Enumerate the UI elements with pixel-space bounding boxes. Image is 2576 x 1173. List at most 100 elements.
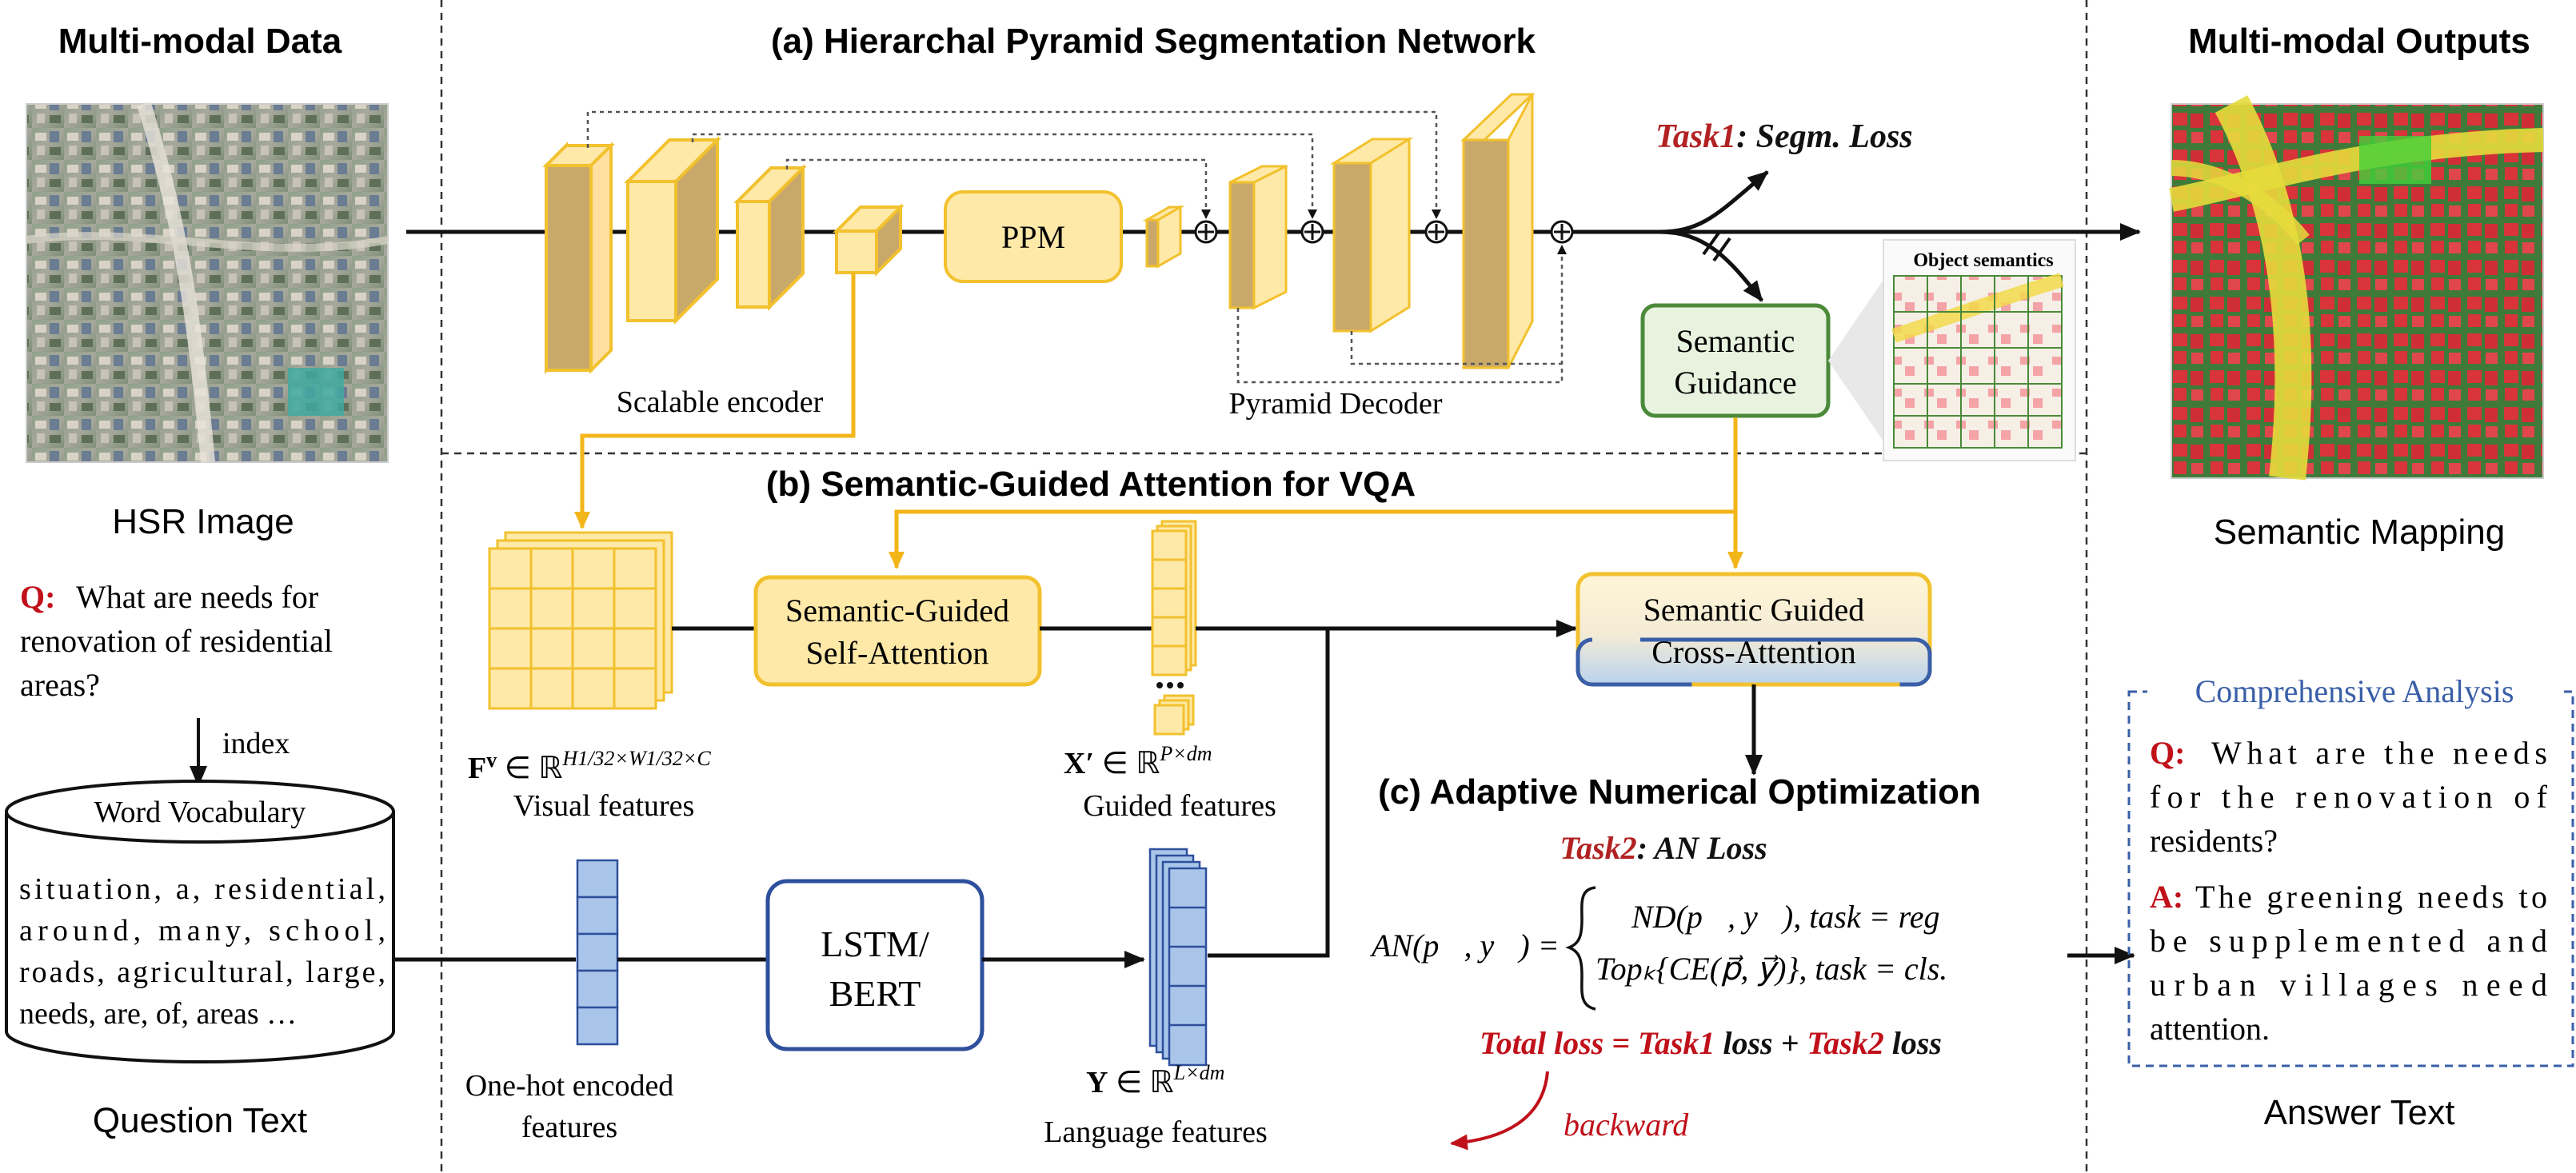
skip-connections-bottom [1236, 245, 1567, 384]
analysis-a-line-2: be supplemented and [2150, 923, 2547, 959]
an-formula-case-2: Topₖ{CE(p⃗, y⃗)}, task = cls. [1596, 951, 1947, 987]
section-b-title: (b) Semantic-Guided Attention for VQA [766, 465, 1416, 504]
lstm-line-1: LSTM/ [821, 924, 929, 964]
total-task2: Task2 [1807, 1025, 1883, 1061]
language-features-stack [1148, 848, 1208, 1067]
total-task1: Task1 [1638, 1025, 1715, 1061]
lang-formula-exp: L×dm [1173, 1061, 1225, 1084]
analysis-a-line-1: The greening needs to [2195, 879, 2547, 915]
vocab-title: Word Vocabulary [94, 796, 306, 829]
an-formula-case-1: ND(p⃗, y⃗), task = reg [1631, 899, 1939, 935]
decoder-block-4 [1460, 93, 1536, 369]
guided-ellipsis [1156, 682, 1184, 688]
hsr-image-caption: HSR Image [112, 502, 294, 541]
guided-formula-symbol: X′ [1064, 747, 1094, 780]
visual-features-label: Visual features [513, 789, 695, 823]
language-to-cross-line [1208, 628, 1330, 958]
encoder-block-2 [624, 136, 721, 325]
guidance-line-1: Semantic [1676, 323, 1795, 359]
lang-formula-symbol: Y [1086, 1066, 1108, 1099]
object-semantics-label: Object semantics [1913, 250, 2053, 271]
onehot-vector [576, 859, 619, 1046]
guided-features-stack [1151, 520, 1197, 736]
object-semantics-thumbnail [1828, 239, 2076, 461]
guided-formula: X′ ∈ ℝP×dm [1064, 742, 1212, 780]
encoder-block-4 [833, 203, 905, 277]
analysis-a-prefix: A: [2150, 879, 2183, 915]
total-end: loss [1884, 1025, 1942, 1061]
visual-formula-sup: v [486, 748, 497, 772]
hsr-image [26, 102, 389, 463]
lstm-line-2: BERT [829, 973, 921, 1014]
answer-text-caption: Answer Text [2264, 1093, 2455, 1132]
analysis-a-line-3: urban villages need [2150, 967, 2547, 1003]
guided-features-label: Guided features [1083, 789, 1276, 823]
self-attn-line-1: Semantic-Guided [785, 592, 1009, 628]
language-features-label: Language features [1044, 1115, 1268, 1149]
question-text-caption: Question Text [93, 1101, 307, 1140]
onehot-label-2: features [521, 1111, 617, 1144]
question-line-2: renovation of residential [20, 623, 333, 659]
task1-branch-arrow [1659, 170, 1769, 234]
vocab-line-4: needs, are, of, areas … [19, 997, 297, 1031]
encoder-block-3 [733, 164, 807, 311]
backward-label: backward [1564, 1107, 1689, 1143]
left-panel-title: Multi-modal Data [58, 22, 342, 61]
guidance-branch-arrow [1659, 229, 1763, 302]
total-plus: loss + [1715, 1025, 1807, 1061]
visual-formula-exp: H1/32×W1/32×C [561, 747, 711, 770]
analysis-q-line-3: residents? [2150, 823, 2278, 859]
cross-attn-line-1: Semantic Guided [1643, 592, 1865, 628]
an-formula-brace [1565, 886, 1596, 1011]
lang-formula-rest: ∈ ℝ [1108, 1066, 1173, 1099]
lang-formula: Y ∈ ℝL×dm [1086, 1061, 1224, 1099]
analysis-q-prefix: Q: [2150, 735, 2185, 771]
guided-formula-exp: P×dm [1159, 742, 1212, 765]
skip-connections-top [586, 110, 1441, 219]
question-prefix: Q: [20, 579, 55, 615]
analysis-a-line-4: attention. [2150, 1011, 2270, 1047]
total-loss-formula: Total loss = Task1 loss + Task2 loss [1480, 1025, 1942, 1061]
lstm-bert-box [765, 879, 984, 1051]
guided-formula-rest: ∈ ℝ [1094, 747, 1160, 780]
task2-prefix: Task2 [1560, 830, 1636, 866]
task1-prefix: Task1 [1655, 118, 1736, 155]
task1-suffix: : Segm. Loss [1736, 118, 1913, 155]
analysis-q-line-1: What are the needs [2211, 735, 2547, 771]
analysis-box [2127, 672, 2574, 1067]
visual-formula-symbol: F [468, 752, 486, 785]
question-block: Q: What are needs for renovation of resi… [20, 579, 333, 703]
self-attn-line-2: Self-Attention [806, 635, 989, 671]
decoder-block-1 [1142, 205, 1185, 269]
an-formula-lhs: AN(p⃗, y⃗) = [1369, 928, 1560, 964]
stop-gradient-mark [1702, 230, 1731, 262]
self-attention-box [753, 575, 1042, 687]
task2-suffix: : AN Loss [1637, 830, 1767, 866]
vocab-line-3: roads, agricultural, large, [19, 956, 385, 989]
decoder-block-3 [1329, 137, 1414, 333]
total-word: Total [1480, 1025, 1547, 1061]
analysis-q-line-2: for the renovation of [2150, 779, 2548, 815]
sum-node-2 [1300, 220, 1324, 244]
ppm-label: PPM [1001, 219, 1065, 255]
total-loss-text: loss = [1546, 1025, 1638, 1061]
encoder-label: Scalable encoder [617, 385, 824, 419]
question-line-1: What are needs for [76, 579, 318, 615]
decoder-label: Pyramid Decoder [1229, 387, 1443, 421]
sum-node-3 [1424, 220, 1448, 244]
sum-node-1 [1194, 220, 1218, 244]
sum-node-4 [1550, 220, 1574, 244]
question-line-3: areas? [20, 667, 100, 703]
section-a-title: (a) Hierarchal Pyramid Segmentation Netw… [771, 22, 1536, 61]
decoder-block-2 [1228, 164, 1288, 310]
vocabulary-cylinder [5, 780, 395, 1063]
visual-formula: Fv ∈ ℝH1/32×W1/32×C [468, 747, 711, 785]
guidance-line-2: Guidance [1674, 365, 1796, 401]
semantic-mapping-image [2169, 95, 2544, 481]
index-label: index [222, 727, 290, 760]
encoder-to-visual-arrow [574, 273, 856, 529]
backward-arrow [1450, 1071, 1549, 1151]
section-c-title: (c) Adaptive Numerical Optimization [1378, 772, 1981, 812]
cross-attn-line-2: Cross-Attention [1651, 634, 1856, 670]
